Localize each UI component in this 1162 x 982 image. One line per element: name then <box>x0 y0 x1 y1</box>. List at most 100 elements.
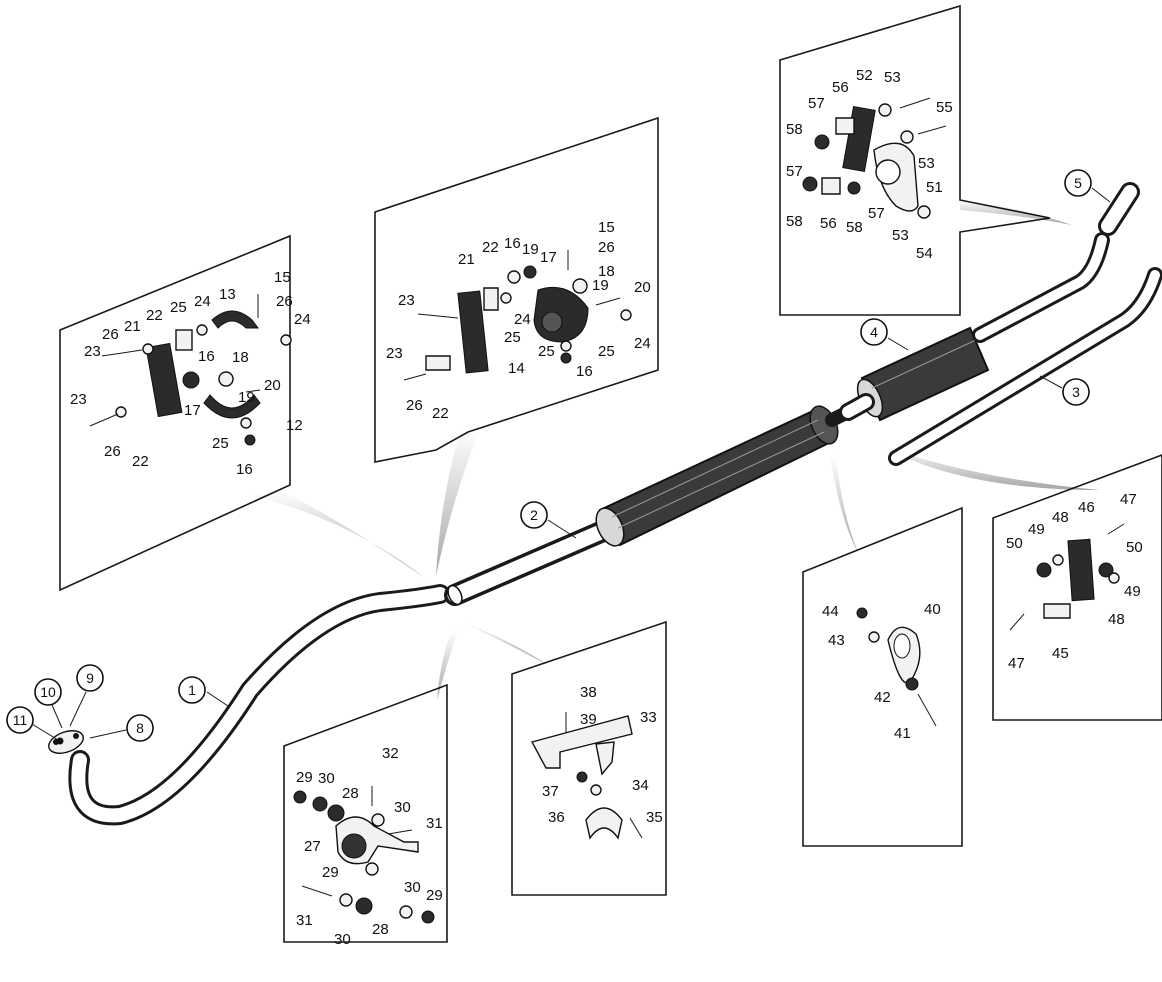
svg-text:19: 19 <box>592 277 609 294</box>
svg-text:42: 42 <box>874 689 891 706</box>
svg-text:30: 30 <box>394 799 411 816</box>
svg-text:48: 48 <box>1052 509 1069 526</box>
svg-text:17: 17 <box>540 249 557 266</box>
svg-text:16: 16 <box>198 348 215 365</box>
svg-text:24: 24 <box>634 335 651 352</box>
svg-text:41: 41 <box>894 725 911 742</box>
svg-text:18: 18 <box>232 349 249 366</box>
svg-text:19: 19 <box>522 241 539 258</box>
svg-text:53: 53 <box>918 155 935 172</box>
svg-text:29: 29 <box>296 769 313 786</box>
panel-pipe-clip <box>462 620 667 896</box>
svg-text:40: 40 <box>924 601 941 618</box>
svg-text:31: 31 <box>296 912 313 929</box>
svg-text:26: 26 <box>102 326 119 343</box>
svg-text:51: 51 <box>926 179 943 196</box>
svg-text:57: 57 <box>808 95 825 112</box>
svg-text:50: 50 <box>1006 535 1023 552</box>
svg-text:16: 16 <box>236 461 253 478</box>
svg-text:57: 57 <box>786 163 803 180</box>
svg-text:25: 25 <box>170 299 187 316</box>
callout-4: 4 <box>860 318 909 351</box>
panel-g-parts: 29 32 30 28 30 31 27 29 30 31 30 28 29 <box>293 745 443 948</box>
svg-text:53: 53 <box>892 227 909 244</box>
svg-text:49: 49 <box>1028 521 1045 538</box>
svg-text:9: 9 <box>86 670 94 686</box>
svg-text:3: 3 <box>1072 384 1080 400</box>
panel-e-parts: 44 40 43 42 41 <box>822 601 941 742</box>
svg-text:36: 36 <box>548 809 565 826</box>
svg-text:23: 23 <box>70 391 87 408</box>
svg-text:21: 21 <box>124 318 141 335</box>
svg-text:45: 45 <box>1052 645 1069 662</box>
svg-text:32: 32 <box>382 745 399 762</box>
callout-10: 10 <box>34 678 63 729</box>
svg-text:57: 57 <box>868 205 885 222</box>
svg-text:30: 30 <box>404 879 421 896</box>
svg-text:5: 5 <box>1074 175 1082 191</box>
rear-pipe-alternative <box>888 267 1162 466</box>
callout-3: 3 <box>1039 375 1090 406</box>
svg-text:47: 47 <box>1008 655 1025 672</box>
svg-text:22: 22 <box>482 239 499 256</box>
svg-text:29: 29 <box>322 864 339 881</box>
svg-text:43: 43 <box>828 632 845 649</box>
svg-text:25: 25 <box>538 343 555 360</box>
callout-5: 5 <box>1064 169 1111 203</box>
svg-text:14: 14 <box>508 360 525 377</box>
svg-text:28: 28 <box>372 921 389 938</box>
svg-text:30: 30 <box>318 770 335 787</box>
svg-text:29: 29 <box>426 887 443 904</box>
front-pipe-flange <box>48 730 84 754</box>
panel-muffler-strap <box>802 455 963 847</box>
svg-text:30: 30 <box>334 931 351 948</box>
svg-text:52: 52 <box>856 67 873 84</box>
svg-text:12: 12 <box>286 417 303 434</box>
panel-c-parts: 52 53 56 57 55 58 53 57 51 58 56 58 57 5… <box>786 67 953 262</box>
svg-text:20: 20 <box>634 279 651 296</box>
svg-text:26: 26 <box>406 397 423 414</box>
tail-pipe <box>972 232 1110 343</box>
svg-text:10: 10 <box>40 684 56 700</box>
svg-text:17: 17 <box>184 402 201 419</box>
rear-silencer <box>839 326 990 422</box>
svg-text:49: 49 <box>1124 583 1141 600</box>
svg-text:18: 18 <box>598 263 615 280</box>
svg-text:44: 44 <box>822 603 839 620</box>
callout-8: 8 <box>89 714 154 742</box>
panel-f-parts: 38 39 33 37 34 36 35 <box>530 684 663 840</box>
svg-text:1: 1 <box>188 682 196 698</box>
svg-text:15: 15 <box>598 219 615 236</box>
svg-text:22: 22 <box>132 453 149 470</box>
svg-text:58: 58 <box>786 213 803 230</box>
panel-rear-front-mount <box>374 116 659 576</box>
svg-text:28: 28 <box>342 785 359 802</box>
svg-text:37: 37 <box>542 783 559 800</box>
svg-text:22: 22 <box>146 307 163 324</box>
svg-text:21: 21 <box>458 251 475 268</box>
svg-text:53: 53 <box>884 69 901 86</box>
svg-text:19: 19 <box>238 389 255 406</box>
panel-a-parts: 15 26 24 13 25 24 22 21 26 23 16 18 17 1… <box>70 269 311 478</box>
svg-text:16: 16 <box>504 235 521 252</box>
svg-text:13: 13 <box>219 286 236 303</box>
callout-2: 2 <box>520 501 577 539</box>
svg-text:23: 23 <box>84 343 101 360</box>
callout-9: 9 <box>69 664 104 727</box>
svg-text:25: 25 <box>212 435 229 452</box>
svg-text:23: 23 <box>386 345 403 362</box>
svg-text:24: 24 <box>194 293 211 310</box>
svg-text:47: 47 <box>1120 491 1137 508</box>
svg-text:26: 26 <box>104 443 121 460</box>
svg-text:55: 55 <box>936 99 953 116</box>
svg-text:54: 54 <box>916 245 933 262</box>
svg-text:56: 56 <box>820 215 837 232</box>
svg-text:46: 46 <box>1078 499 1095 516</box>
svg-text:39: 39 <box>580 711 597 728</box>
svg-text:25: 25 <box>504 329 521 346</box>
main-silencer <box>595 405 849 547</box>
svg-text:38: 38 <box>580 684 597 701</box>
panel-b-parts: 15 26 16 19 22 17 18 21 19 20 23 24 25 2… <box>386 219 651 422</box>
svg-text:8: 8 <box>136 720 144 736</box>
intermediate-pipe <box>444 517 621 606</box>
